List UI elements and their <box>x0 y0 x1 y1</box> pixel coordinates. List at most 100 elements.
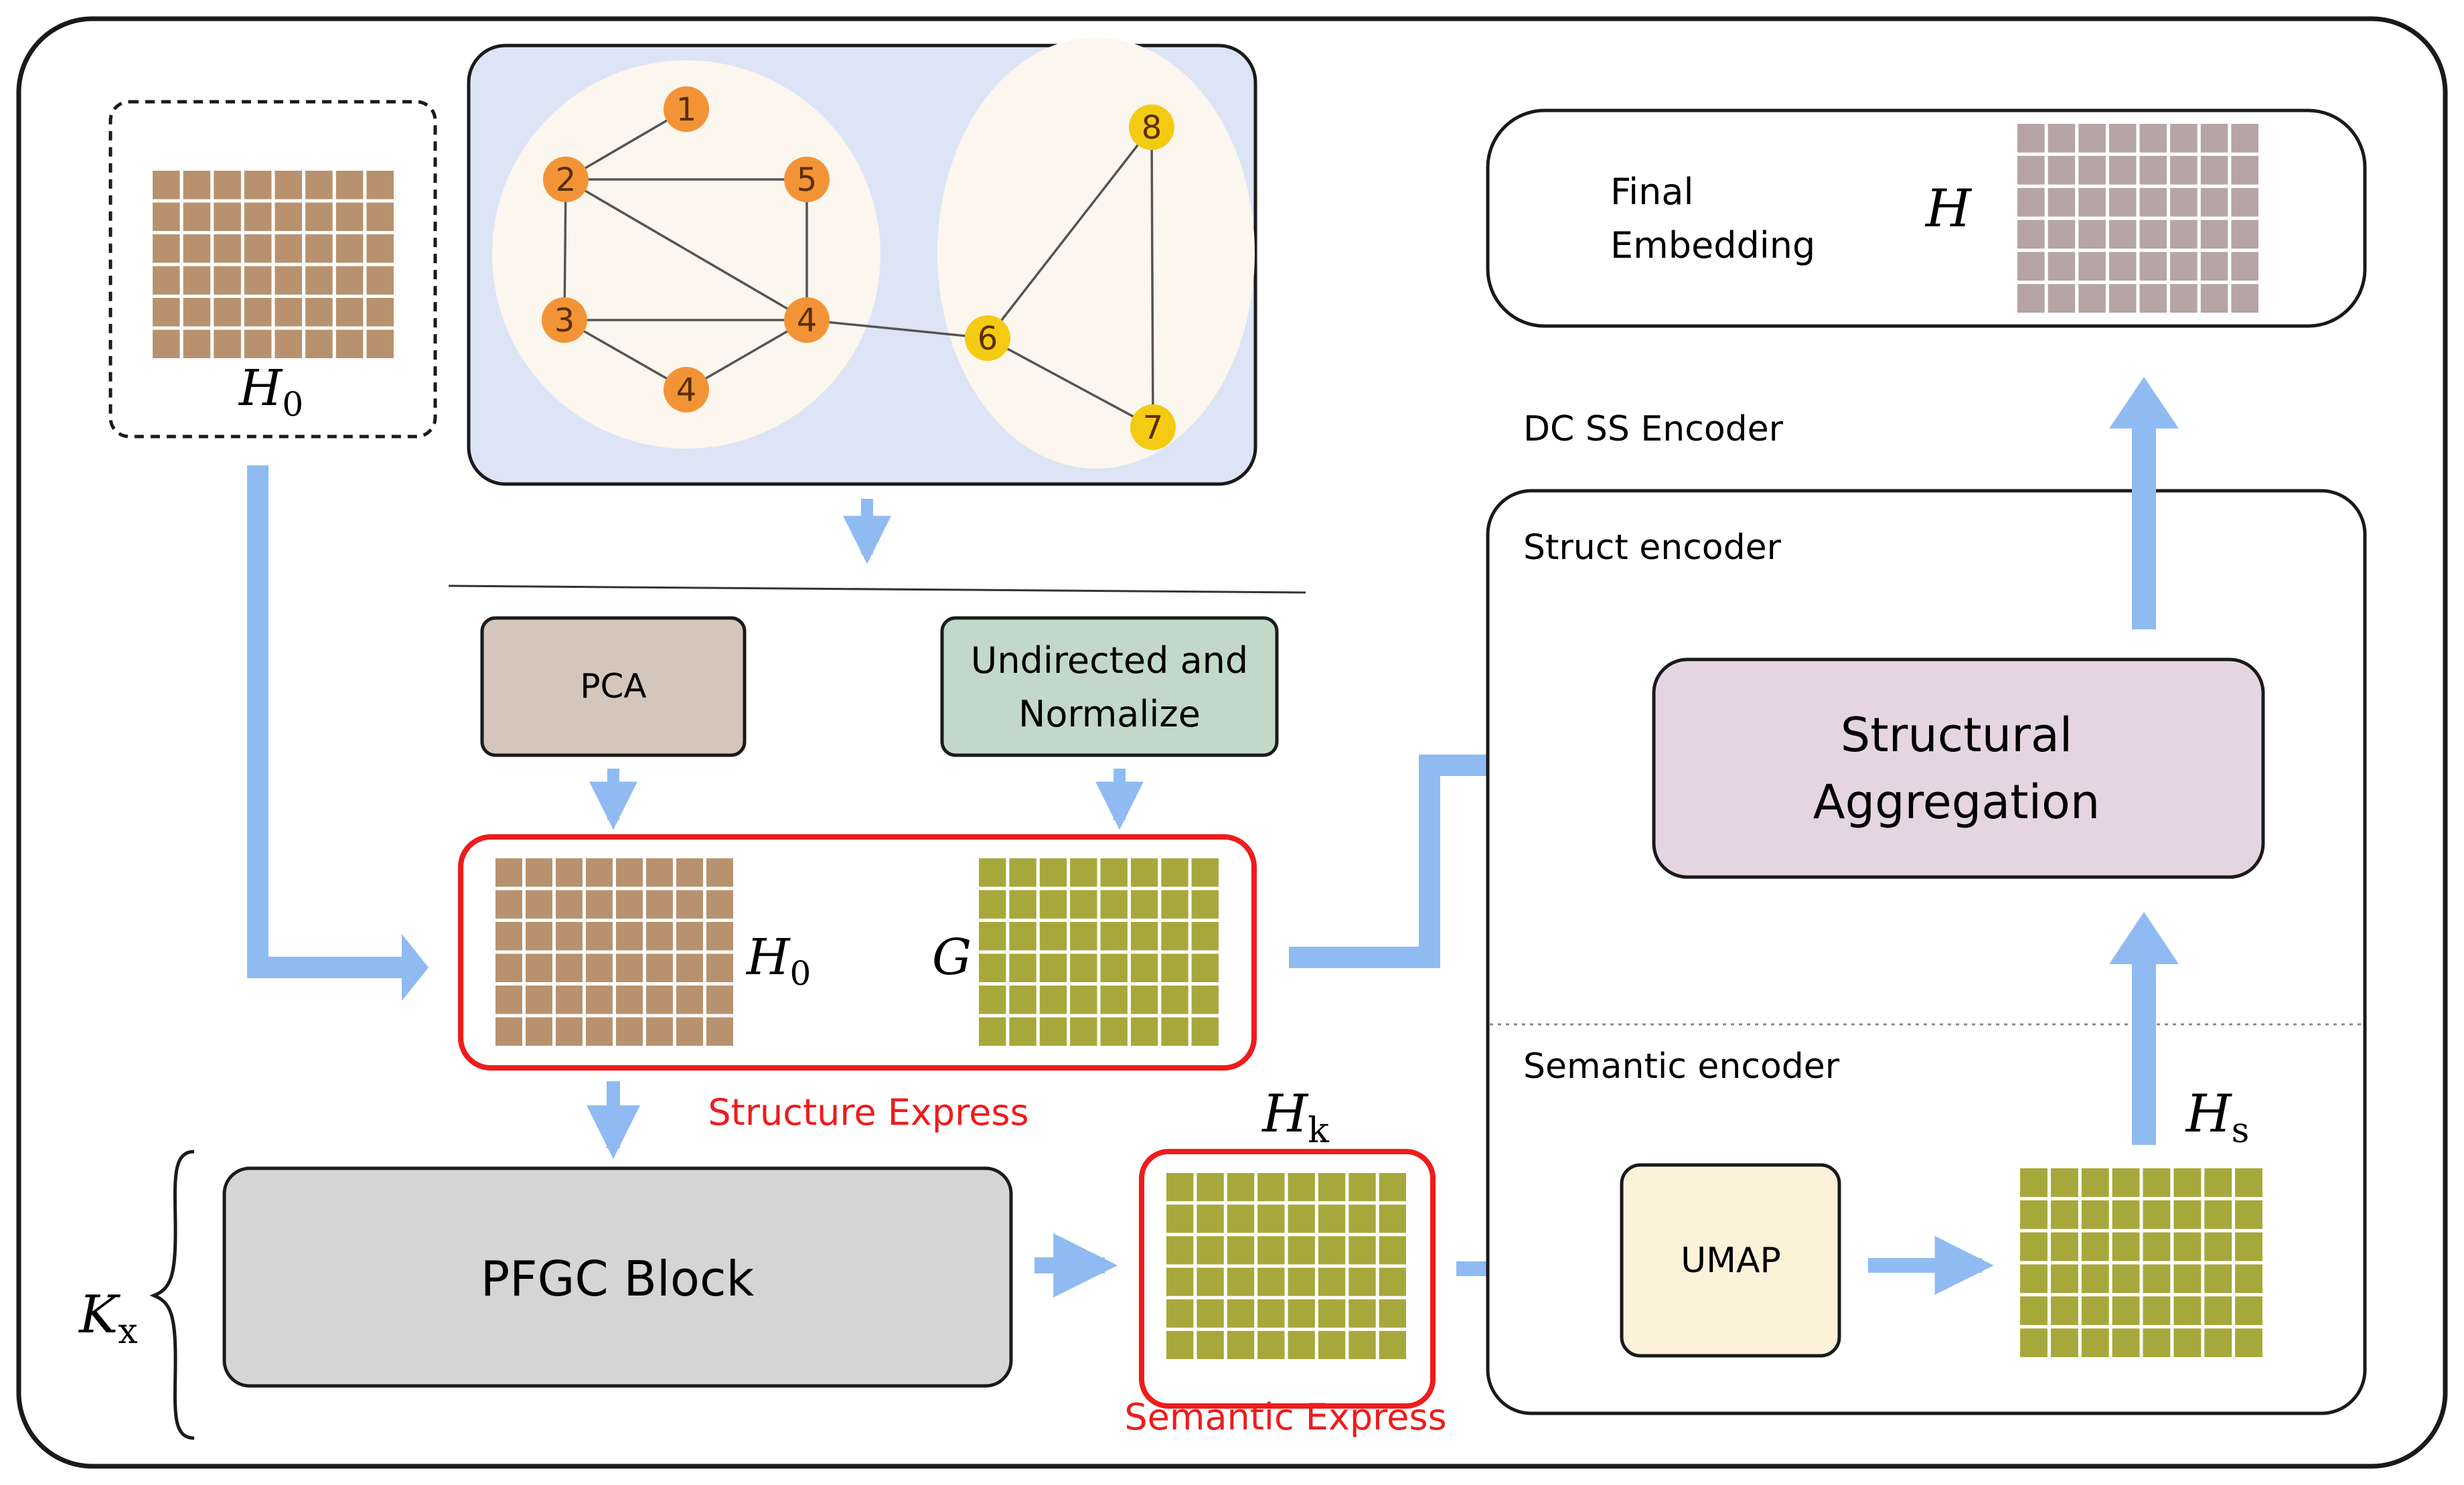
hs-label: Hs <box>2185 1084 2250 1151</box>
matrix-cell <box>1191 953 1219 982</box>
matrix-cell <box>2048 220 2076 249</box>
graph-node-1 <box>664 86 709 132</box>
matrix-cell <box>2020 1200 2048 1229</box>
matrix-cell <box>1197 1267 1224 1296</box>
aggregation-line2: Aggregation <box>1813 775 2100 830</box>
matrix-cell <box>2231 155 2258 185</box>
matrix-cell <box>2048 124 2076 153</box>
matrix-cell <box>2231 187 2258 217</box>
matrix-cell <box>2204 1296 2232 1326</box>
matrix-cell <box>2050 1200 2078 1229</box>
matrix-cell <box>2108 155 2137 185</box>
matrix-cell <box>2017 252 2045 281</box>
graph-edge <box>563 179 567 321</box>
matrix-cell <box>1227 1330 1255 1359</box>
matrix-cell <box>2173 1168 2202 1197</box>
matrix-cell <box>1166 1204 1194 1233</box>
matrix-cell <box>1288 1236 1315 1265</box>
matrix-cell <box>1318 1236 1346 1265</box>
matrix-cell <box>1379 1204 1406 1233</box>
matrix-cell <box>616 890 643 919</box>
matrix-cell <box>495 986 522 1014</box>
normalize-label-line1: Undirected and <box>971 639 1248 682</box>
graph-edge <box>987 337 1154 428</box>
matrix-cell <box>275 234 303 263</box>
structure-g-matrix <box>979 858 1219 1046</box>
semantic-hs-matrix <box>2020 1168 2262 1357</box>
hs-to-aggregation-arrowhead <box>2109 912 2179 964</box>
matrix-cell <box>2108 124 2137 153</box>
matrix-cell <box>366 234 394 263</box>
matrix-cell <box>183 171 211 200</box>
graph-edges <box>563 108 1154 428</box>
matrix-cell <box>1257 1204 1285 1233</box>
matrix-cell <box>2017 124 2045 153</box>
matrix-cell <box>366 329 394 358</box>
matrix-cell <box>2143 1200 2171 1229</box>
matrix-cell <box>2235 1232 2262 1261</box>
matrix-cell <box>2081 1264 2109 1294</box>
matrix-cell <box>495 890 522 919</box>
matrix-cell <box>2204 1264 2232 1294</box>
matrix-cell <box>1100 890 1128 919</box>
matrix-cell <box>2050 1296 2078 1326</box>
umap-box <box>1620 1163 1841 1358</box>
structural-aggregation-box <box>1652 657 2265 879</box>
matrix-cell <box>2173 1232 2202 1261</box>
encoder-box <box>1486 489 2367 1415</box>
matrix-cell <box>244 266 272 295</box>
matrix-cell <box>979 1017 1006 1046</box>
matrix-cell <box>1039 1017 1067 1046</box>
matrix-cell <box>1161 858 1188 887</box>
matrix-cell <box>183 329 211 358</box>
graph-node-label: 8 <box>1142 109 1162 147</box>
encoder-title: DC SS Encoder <box>1523 409 1784 449</box>
matrix-cell <box>706 953 733 982</box>
matrix-cell <box>1379 1236 1406 1265</box>
matrix-cell <box>676 890 703 919</box>
matrix-cell <box>2108 220 2137 249</box>
matrix-cell <box>275 298 303 327</box>
matrix-cell <box>1227 1267 1255 1296</box>
matrix-cell <box>1197 1236 1224 1265</box>
matrix-cell <box>366 171 394 200</box>
pca-box <box>480 616 747 757</box>
matrix-cell <box>2204 1328 2232 1357</box>
matrix-cell <box>646 858 673 887</box>
matrix-cell <box>1379 1267 1406 1296</box>
matrix-cell <box>366 202 394 231</box>
matrix-cell <box>2017 284 2045 313</box>
matrix-cell <box>335 298 364 327</box>
matrix-cell <box>1191 890 1219 919</box>
matrix-cell <box>495 858 522 887</box>
matrix-cell <box>1166 1299 1194 1328</box>
matrix-cell <box>646 922 673 951</box>
matrix-cell <box>2081 1296 2109 1326</box>
matrix-cell <box>2170 252 2198 281</box>
matrix-cell <box>1130 986 1158 1014</box>
normalize-label-line2: Normalize <box>1018 693 1201 735</box>
matrix-cell <box>2078 220 2106 249</box>
matrix-cell <box>2139 124 2167 153</box>
matrix-cell <box>244 329 272 358</box>
matrix-cell <box>586 858 613 887</box>
matrix-cell <box>1379 1173 1406 1202</box>
matrix-cell <box>366 298 394 327</box>
matrix-cell <box>1039 890 1067 919</box>
matrix-cell <box>1349 1236 1376 1265</box>
matrix-cell <box>1318 1267 1346 1296</box>
matrix-cell <box>586 953 613 982</box>
matrix-cell <box>2231 284 2258 313</box>
matrix-cell <box>1257 1299 1285 1328</box>
matrix-cell <box>495 1017 522 1046</box>
matrix-cell <box>1039 953 1067 982</box>
matrix-cell <box>1349 1330 1376 1359</box>
graph-node-5 <box>784 157 830 202</box>
matrix-cell <box>2050 1232 2078 1261</box>
semantic-encoder-label: Semantic encoder <box>1523 1046 1840 1087</box>
graph-node-label: 2 <box>556 161 576 199</box>
matrix-cell <box>1166 1236 1194 1265</box>
matrix-cell <box>244 202 272 231</box>
matrix-cell <box>2017 155 2045 185</box>
matrix-cell <box>2112 1168 2140 1197</box>
